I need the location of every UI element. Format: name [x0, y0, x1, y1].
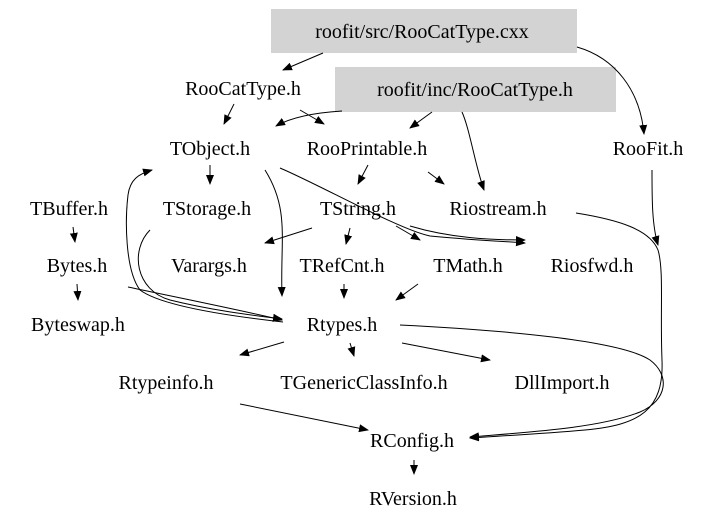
- node-varargs-h[interactable]: Varargs.h: [171, 255, 247, 277]
- edge-bytes-to-rtypes: [127, 286, 283, 322]
- node-trefcnt-h[interactable]: TRefCnt.h: [300, 255, 385, 277]
- node-byteswap-h[interactable]: Byteswap.h: [31, 314, 125, 336]
- node-tobject-h[interactable]: TObject.h: [170, 138, 250, 160]
- edge-inc-to-riostream: [461, 111, 485, 191]
- edge-rtypes-to-tgenericclassinfo: [347, 342, 356, 357]
- edge-tbuffer-to-bytes: [69, 226, 78, 243]
- node-roocattype-h[interactable]: RooCatType.h: [185, 78, 301, 100]
- edge-roocattype-to-tobject: [223, 103, 235, 125]
- edge-rtypes-to-tobject-back: [125, 168, 284, 323]
- edge-tstring-to-riosfwd: [409, 225, 526, 244]
- edges: [69, 46, 664, 475]
- edge-inc-to-rooprintable: [409, 111, 433, 129]
- roofit-inc-header-box: [335, 67, 616, 112]
- edge-tstring-to-trefcnt: [344, 227, 353, 245]
- node-rtypes-h[interactable]: Rtypes.h: [307, 314, 378, 336]
- edge-roofit-to-rconfig: [651, 169, 660, 246]
- node-riostream-h[interactable]: Riostream.h: [449, 198, 546, 220]
- node-tstorage-h[interactable]: TStorage.h: [163, 198, 251, 220]
- node-rconfig-h[interactable]: RConfig.h: [370, 430, 454, 452]
- node-riosfwd-h[interactable]: Riosfwd.h: [551, 255, 634, 277]
- edge-tstring-to-varargs: [264, 227, 313, 245]
- node-roofit-h[interactable]: RooFit.h: [613, 138, 684, 160]
- node-tstring-h[interactable]: TString.h: [320, 198, 396, 220]
- node-roofit-src-roocattype-cxx[interactable]: roofit/src/RooCatType.cxx: [315, 21, 529, 43]
- edge-rtypes-to-rconfig: [399, 324, 664, 441]
- edge-rtypes-to-dllimport: [401, 342, 491, 363]
- edge-bytes-to-byteswap: [73, 283, 82, 301]
- edge-roocattype-to-rooprintable: [299, 109, 325, 125]
- edge-rtypes-to-rtypeinfo: [239, 341, 285, 357]
- node-bytes-h[interactable]: Bytes.h: [47, 255, 108, 277]
- node-tgenericclassinfo-h[interactable]: TGenericClassInfo.h: [280, 372, 447, 394]
- node-rtypeinfo-h[interactable]: Rtypeinfo.h: [119, 372, 214, 394]
- edge-cxx-to-roofit: [576, 46, 648, 135]
- node-tmath-h[interactable]: TMath.h: [433, 255, 502, 277]
- edge-tobject-to-riosfwd: [279, 167, 526, 247]
- edge-tobject-to-rtypes: [264, 169, 286, 297]
- edge-riostream-to-rconfig: [469, 212, 663, 442]
- edge-tmath-to-rtypes: [395, 283, 419, 301]
- node-roofit-inc-roocattype-h[interactable]: roofit/inc/RooCatType.h: [377, 79, 573, 101]
- node-dllimport-h[interactable]: DllImport.h: [515, 372, 610, 394]
- edge-tstring-to-tmath: [395, 225, 421, 241]
- node-rooprintable-h[interactable]: RooPrintable.h: [307, 138, 428, 160]
- edge-inc-to-tobject: [275, 110, 343, 127]
- edge-tstorage-to-rtypes: [137, 229, 283, 322]
- node-rversion-h[interactable]: RVersion.h: [369, 488, 457, 510]
- edge-rooprintable-to-riostream: [427, 171, 445, 185]
- node-tbuffer-h[interactable]: TBuffer.h: [30, 198, 108, 220]
- edge-rtypeinfo-to-rconfig: [239, 403, 369, 433]
- roofit-src-cxx-box: [271, 9, 577, 53]
- nodes: roofit/src/RooCatType.cxx RooCatType.h r…: [30, 21, 683, 510]
- edge-cxx-to-roocattype: [282, 52, 324, 71]
- edge-rooprintable-to-tstring: [357, 164, 369, 185]
